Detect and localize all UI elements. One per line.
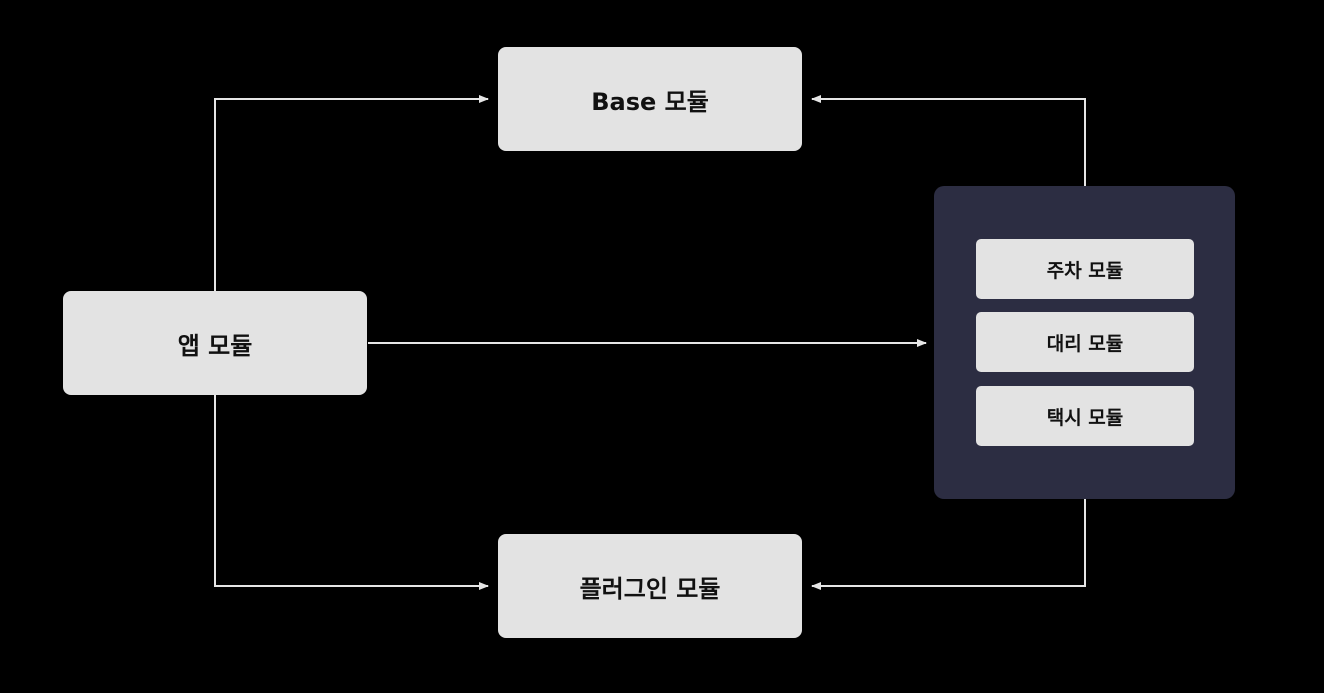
arrow-app-to-plugin <box>214 395 489 590</box>
taxi-module-label: 택시 모듈 <box>1046 406 1124 429</box>
app-module-box: 앱 모듈 <box>63 291 367 395</box>
base-module-label: Base 모듈 <box>591 87 709 116</box>
parking-module-box: 주차 모듈 <box>976 239 1194 299</box>
arrow-feature-group-to-plugin <box>811 499 1086 590</box>
taxi-module-box: 택시 모듈 <box>976 386 1194 446</box>
designated-driver-module-box: 대리 모듈 <box>976 312 1194 372</box>
feature-module-group: 주차 모듈 대리 모듈 택시 모듈 <box>934 186 1235 499</box>
arrow-feature-group-to-base <box>811 95 1086 186</box>
plugin-module-label: 플러그인 모듈 <box>579 574 721 603</box>
base-module-box: Base 모듈 <box>498 47 802 151</box>
app-module-label: 앱 모듈 <box>177 331 253 360</box>
arrow-app-to-base <box>214 95 489 291</box>
plugin-module-box: 플러그인 모듈 <box>498 534 802 638</box>
designated-driver-module-label: 대리 모듈 <box>1046 332 1124 355</box>
parking-module-label: 주차 모듈 <box>1046 259 1124 282</box>
